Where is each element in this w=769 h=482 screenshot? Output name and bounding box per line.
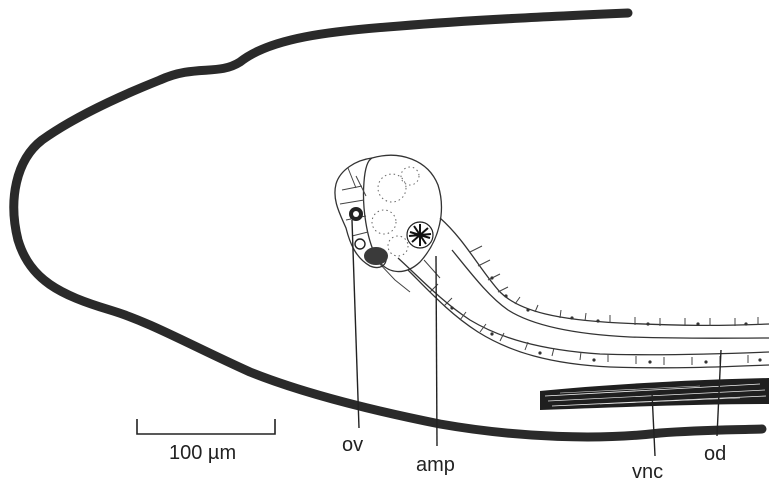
scale-bar: 100 µm bbox=[137, 419, 275, 464]
ovary bbox=[335, 158, 388, 268]
label-vnc: vnc bbox=[632, 461, 663, 482]
label-amp: amp bbox=[416, 454, 455, 476]
ventral-nerve-cord bbox=[540, 378, 769, 410]
ampulla bbox=[364, 155, 442, 292]
ampulla-nucleus bbox=[407, 222, 433, 248]
label-od: od bbox=[704, 443, 726, 465]
scale-bar-label: 100 µm bbox=[169, 442, 236, 464]
label-ov: ov bbox=[342, 434, 363, 456]
body-wall-outline bbox=[14, 13, 762, 437]
oviduct bbox=[398, 218, 769, 368]
